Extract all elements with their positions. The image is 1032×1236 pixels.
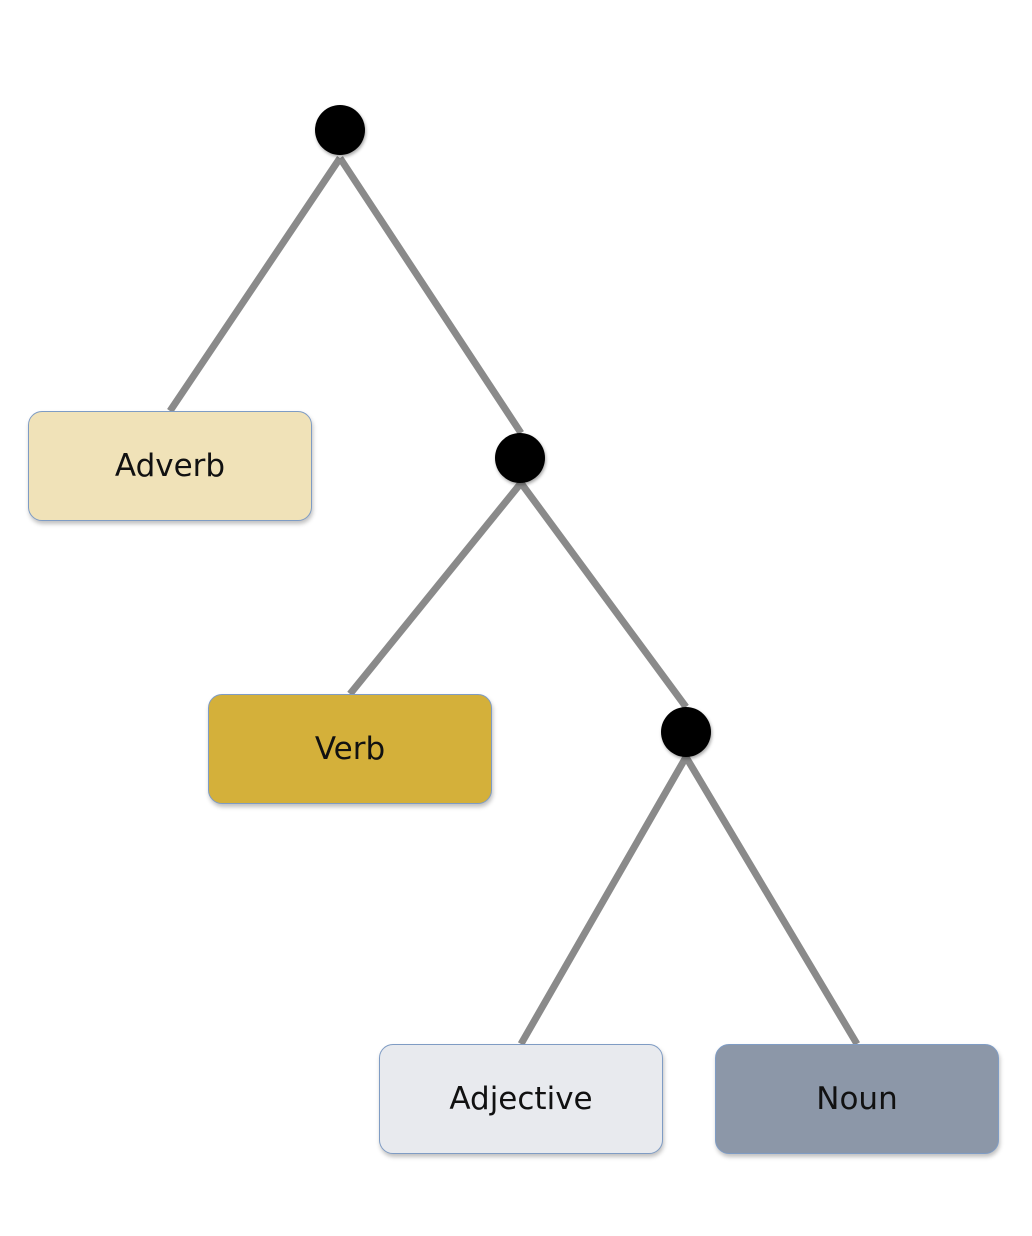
- edge-low-adjective: [517, 755, 690, 1046]
- edge-root-mid: [337, 156, 524, 435]
- edge-low-noun: [682, 755, 861, 1046]
- leaf-label-adjective: Adjective: [449, 1081, 593, 1117]
- leaf-box-noun: Noun: [715, 1044, 999, 1154]
- leaf-box-adverb: Adverb: [28, 411, 312, 521]
- root-node: [315, 105, 365, 155]
- leaf-label-noun: Noun: [816, 1081, 898, 1117]
- edge-root-adverb: [167, 156, 343, 413]
- branch-node-middle: [495, 433, 545, 483]
- leaf-box-adjective: Adjective: [379, 1044, 663, 1154]
- branch-node-lower: [661, 707, 711, 757]
- leaf-box-verb: Verb: [208, 694, 492, 804]
- edge-mid-verb: [347, 480, 524, 697]
- leaf-label-verb: Verb: [314, 731, 386, 767]
- edge-mid-low: [518, 480, 689, 710]
- leaf-label-adverb: Adverb: [114, 448, 226, 484]
